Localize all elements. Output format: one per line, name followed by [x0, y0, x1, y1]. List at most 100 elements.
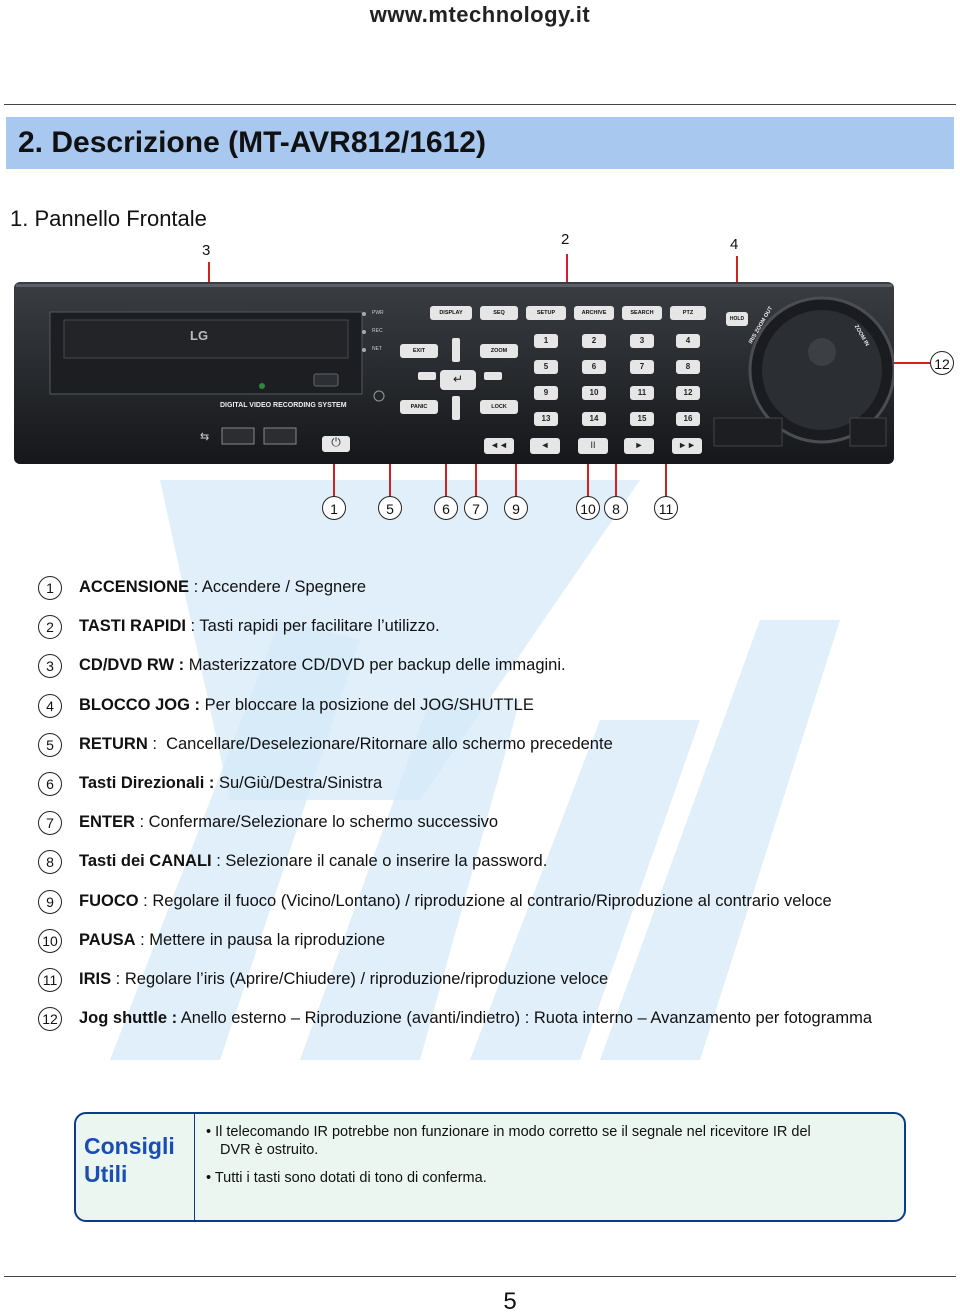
- channel-button-7[interactable]: 7: [639, 362, 645, 371]
- item-key: TASTI RAPIDI: [79, 617, 186, 636]
- item-description: Tasti Direzionali : Su/Giù/Destra/Sinist…: [79, 774, 382, 793]
- item-text: : Selezionare il canale o inserire la pa…: [211, 852, 548, 871]
- section-title-bar: 2. Descrizione (MT-AVR812/1612): [6, 117, 954, 169]
- seq-button[interactable]: SEQ: [493, 310, 505, 316]
- item-number: 3: [38, 654, 62, 679]
- item-description: FUOCO : Regolare il fuoco (Vicino/Lontan…: [79, 892, 832, 911]
- item-number: 7: [38, 811, 62, 836]
- item-number: 9: [38, 889, 62, 914]
- item-number: 6: [38, 772, 62, 796]
- callout-4: 4: [730, 236, 739, 253]
- ptz-button[interactable]: PTZ: [682, 310, 694, 316]
- item-text: : Regolare il fuoco (Vicino/Lontano) / r…: [138, 891, 832, 910]
- tips-title: Consigli Utili: [84, 1132, 175, 1188]
- callout-7: 7: [464, 496, 488, 520]
- callout-10: 10: [576, 496, 600, 520]
- item-text: Per bloccare la posizione del JOG/SHUTTL…: [200, 695, 534, 714]
- channel-button-6[interactable]: 6: [591, 362, 597, 371]
- section-title: 2. Descrizione (MT-AVR812/1612): [18, 126, 486, 159]
- callout-11: 11: [654, 496, 678, 520]
- channel-button-14[interactable]: 14: [589, 414, 599, 423]
- channel-button-1[interactable]: 1: [543, 336, 549, 345]
- subsection-title: 1. Pannello Frontale: [10, 206, 207, 231]
- rewind-fast-button[interactable]: ◄◄: [490, 440, 508, 450]
- net-led-label: NET: [372, 346, 382, 352]
- channel-button-5[interactable]: 5: [543, 362, 549, 371]
- item-description: Jog shuttle : Anello esterno – Riproduzi…: [79, 1009, 872, 1028]
- item-number: 4: [38, 693, 62, 718]
- channel-button-16[interactable]: 16: [683, 414, 693, 423]
- channel-button-8[interactable]: 8: [685, 362, 691, 371]
- callout-2: 2: [561, 231, 570, 248]
- item-number: 8: [38, 850, 62, 875]
- item-description: PAUSA : Mettere in pausa la riproduzione: [79, 931, 385, 950]
- item-number: 12: [38, 1007, 62, 1032]
- dvd-brand-label: LG: [190, 328, 209, 343]
- item-description: CD/DVD RW : Masterizzatore CD/DVD per ba…: [79, 656, 566, 675]
- zoom-button[interactable]: ZOOM: [490, 348, 508, 354]
- callout-6: 6: [434, 496, 458, 520]
- tip-2: • Tutti i tasti sono dotati di tono di c…: [206, 1170, 487, 1186]
- item-number: 1: [38, 576, 62, 600]
- item-key: BLOCCO JOG :: [79, 695, 201, 714]
- tips-divider: [194, 1114, 195, 1220]
- channel-button-4[interactable]: 4: [685, 336, 691, 345]
- item-description: IRIS : Regolare l’iris (Aprire/Chiudere)…: [79, 970, 608, 989]
- rec-led-label: REC: [372, 328, 383, 334]
- channel-button-9[interactable]: 9: [543, 388, 549, 397]
- item-text: : Cancellare/Deselezionare/Ritornare all…: [147, 734, 613, 753]
- channel-button-12[interactable]: 12: [683, 388, 693, 397]
- item-key: ENTER: [79, 813, 135, 832]
- rewind-button[interactable]: ◄: [540, 440, 550, 450]
- item-key: IRIS: [79, 970, 112, 988]
- fast-forward-button[interactable]: ►►: [678, 440, 696, 450]
- item-description: TASTI RAPIDI : Tasti rapidi per facilita…: [79, 617, 440, 636]
- item-text: Su/Giù/Destra/Sinistra: [214, 774, 383, 792]
- power-button[interactable]: ⏻: [331, 435, 341, 449]
- item-text: : Tasti rapidi per facilitare l’utilizzo…: [185, 617, 440, 636]
- jog-shuttle-dial[interactable]: [750, 298, 894, 442]
- dvr-front-panel-illustration: [14, 282, 896, 464]
- lock-button[interactable]: LOCK: [491, 404, 507, 410]
- callout-1: 1: [322, 496, 346, 520]
- hold-button[interactable]: HOLD: [729, 316, 745, 322]
- tips-box: Consigli Utili • Il telecomando IR potre…: [74, 1112, 906, 1222]
- item-key: ACCENSIONE: [79, 578, 190, 596]
- item-key: RETURN: [79, 734, 148, 753]
- callout-5: 5: [378, 496, 402, 520]
- archive-button[interactable]: ARCHIVE: [581, 310, 607, 316]
- pause-button[interactable]: II: [590, 440, 596, 450]
- channel-button-13[interactable]: 13: [541, 414, 551, 423]
- item-text: : Mettere in pausa la riproduzione: [135, 930, 386, 949]
- channel-button-10[interactable]: 10: [589, 388, 599, 397]
- panic-button[interactable]: PANIC: [410, 404, 428, 410]
- item-text: : Regolare l’iris (Aprire/Chiudere) / ri…: [111, 970, 609, 988]
- search-button[interactable]: SEARCH: [630, 310, 654, 316]
- play-button[interactable]: ►: [634, 440, 644, 450]
- channel-button-15[interactable]: 15: [637, 414, 647, 423]
- item-number: 10: [38, 928, 62, 953]
- item-number: 11: [38, 968, 62, 992]
- callout-12: 12: [930, 351, 954, 375]
- channel-button-3[interactable]: 3: [639, 336, 645, 345]
- tips-title-line2: Utili: [84, 1161, 128, 1187]
- header-divider: [4, 104, 956, 105]
- exit-button[interactable]: EXIT: [412, 348, 426, 354]
- page-number: 5: [503, 1288, 517, 1315]
- channel-button-2[interactable]: 2: [591, 336, 597, 345]
- dvr-front-panel: LG DIGITAL VIDEO RECORDING SYSTEM PWR RE…: [14, 282, 896, 464]
- usb-icon: ⇆: [200, 431, 210, 443]
- item-number: 2: [38, 615, 62, 640]
- display-button[interactable]: DISPLAY: [439, 310, 463, 316]
- item-key: FUOCO: [79, 891, 139, 910]
- callout-3: 3: [202, 242, 211, 259]
- channel-button-11[interactable]: 11: [637, 388, 647, 397]
- enter-icon[interactable]: ↵: [452, 372, 464, 386]
- item-key: PAUSA: [79, 930, 136, 949]
- setup-button[interactable]: SETUP: [536, 310, 556, 316]
- item-text: Masterizzatore CD/DVD per backup delle i…: [184, 656, 566, 675]
- item-text: : Confermare/Selezionare lo schermo succ…: [134, 813, 499, 832]
- footer-divider: [4, 1276, 956, 1277]
- item-description: BLOCCO JOG : Per bloccare la posizione d…: [79, 696, 534, 715]
